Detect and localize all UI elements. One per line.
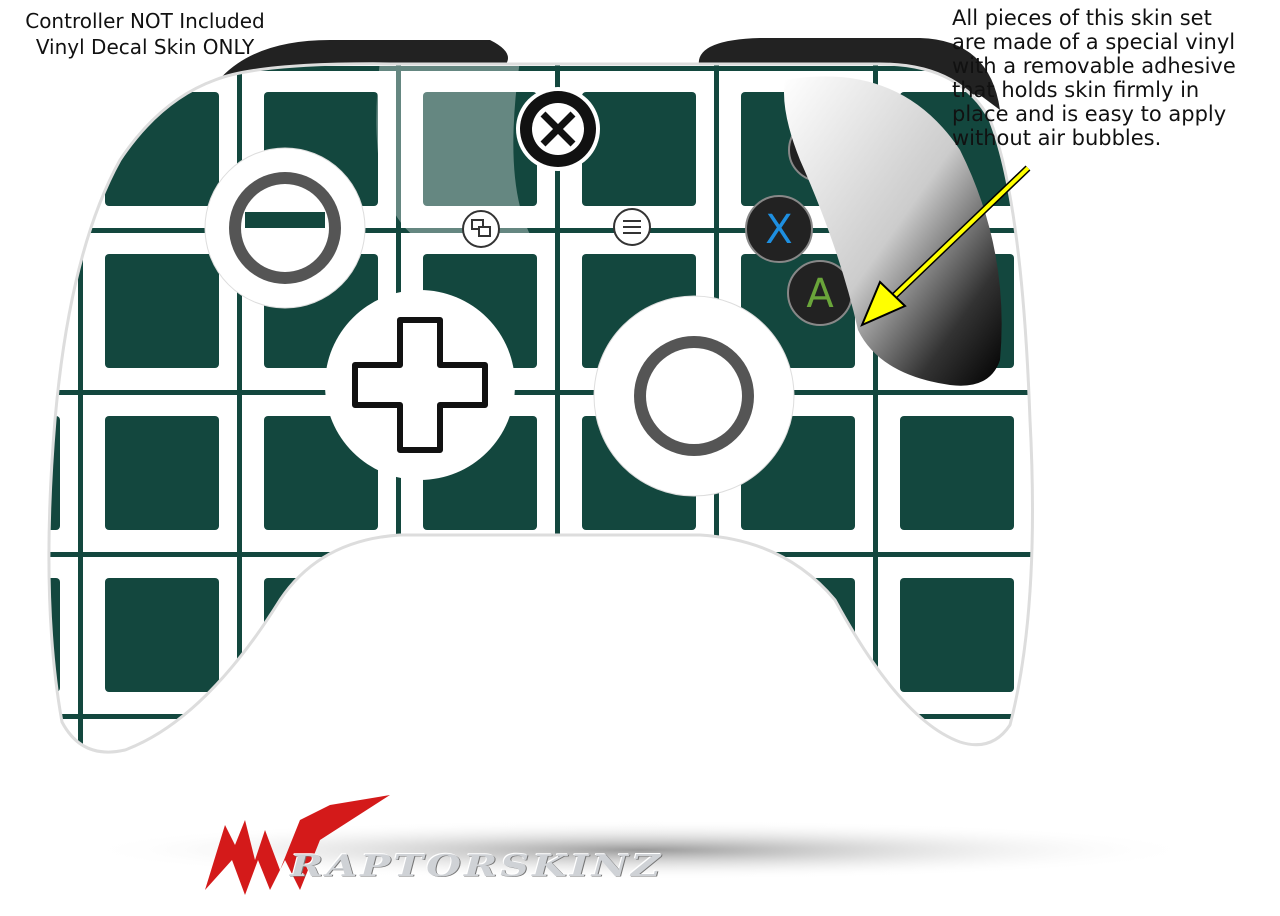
skin-tile [423, 0, 537, 44]
skin-tile [105, 254, 219, 368]
skin-tile [48, 92, 60, 206]
skin-tile [105, 578, 219, 692]
peeled-skin-corner [784, 76, 1002, 386]
skin-tile [48, 254, 60, 368]
note-line: Controller NOT Included [25, 9, 265, 33]
skin-tile [741, 0, 855, 44]
vinyl-info-note: All pieces of this skin set are made of … [952, 6, 1272, 150]
skin-tile [741, 578, 855, 692]
raptorskinz-claw-logo-icon [205, 795, 390, 895]
skin-tile [582, 578, 696, 692]
dpad [325, 290, 515, 480]
skin-grid-line [555, 63, 560, 753]
skin-tile [105, 0, 219, 44]
skin-tile [423, 92, 537, 206]
note-line: Vinyl Decal Skin ONLY [35, 35, 255, 59]
skin-tile [264, 578, 378, 692]
skin-grid-line [873, 63, 878, 753]
menu-button [613, 208, 651, 246]
view-button [462, 210, 500, 248]
x-button: X [745, 195, 813, 263]
skin-tile [0, 0, 60, 44]
skin-grid-line [48, 714, 1033, 719]
note-line: without air bubbles. [952, 126, 1162, 150]
skin-grid-line [48, 66, 1033, 71]
skin-tile [900, 578, 1014, 692]
skin-grid-line [237, 63, 242, 753]
skin-grid-line [48, 390, 1033, 395]
skin-tile [900, 416, 1014, 530]
skin-tile [105, 92, 219, 206]
skin-grid-line [48, 552, 1033, 557]
note-line: that holds skin firmly in [952, 78, 1200, 102]
note-line: are made of a special vinyl [952, 30, 1236, 54]
note-line: with a removable adhesive [952, 54, 1236, 78]
note-line: place and is easy to apply [952, 102, 1227, 126]
logo-shadow [80, 820, 1200, 880]
skin-tile [582, 0, 696, 44]
controller-not-included-note: Controller NOT Included Vinyl Decal Skin… [10, 8, 280, 60]
skin-tile [423, 578, 537, 692]
left-thumbstick [204, 147, 366, 309]
svg-text:X: X [765, 207, 792, 253]
note-line: All pieces of this skin set [952, 6, 1212, 30]
controller-outline [47, 62, 1034, 754]
xbox-logo-icon [516, 87, 600, 171]
skin-tile [105, 416, 219, 530]
skin-grid-line [78, 63, 83, 753]
svg-text:A: A [806, 271, 834, 317]
skin-grid-line [48, 228, 1033, 233]
right-thumbstick [593, 295, 795, 497]
brand-logo-text: RAPTORSKINZ [290, 848, 664, 884]
a-button: A [787, 260, 853, 326]
yellow-arrow-icon [860, 165, 1031, 327]
skin-tile [582, 92, 696, 206]
skin-tile [264, 0, 378, 44]
